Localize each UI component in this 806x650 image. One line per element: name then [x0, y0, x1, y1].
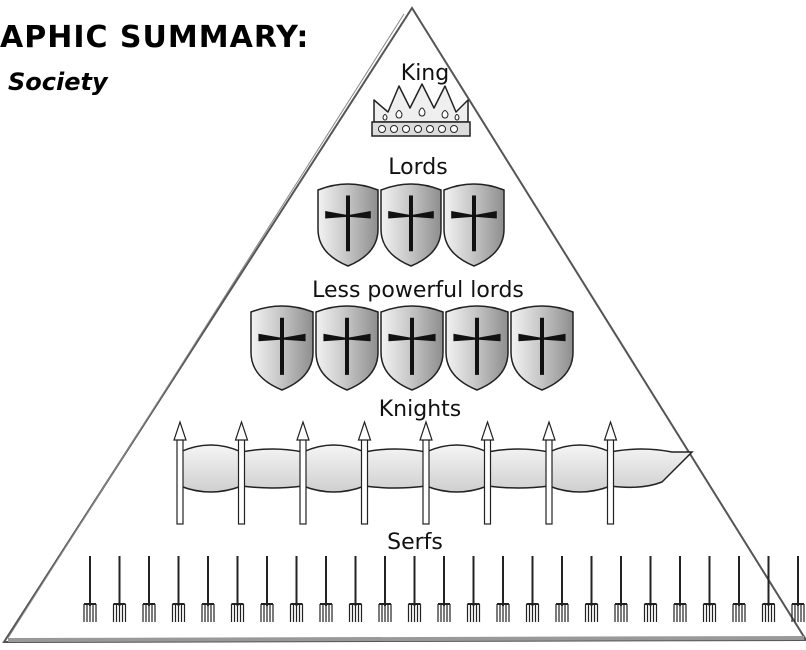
knight-lance-icon — [542, 420, 556, 525]
serf-pitchfork-icon — [407, 556, 422, 622]
serf-pitchfork-icon — [555, 556, 569, 622]
serf-pitchfork-icon — [584, 556, 599, 622]
pyramid-outline — [2, 6, 806, 644]
knight-lance-icon — [480, 420, 495, 525]
serf-pitchfork-icon — [732, 556, 746, 622]
knight-lance-icon — [173, 420, 187, 525]
lesser-lord-shield-icon — [380, 305, 444, 391]
lesser-lord-shield-icon — [510, 305, 574, 391]
serf-pitchfork-icon — [702, 556, 717, 622]
serf-pitchfork-icon — [230, 556, 245, 622]
serf-pitchfork-icon — [348, 556, 363, 622]
lesser-lord-shield-icon — [250, 305, 314, 391]
knight-lance-icon — [234, 420, 249, 525]
serf-pitchfork-icon — [761, 556, 776, 622]
serf-pitchfork-icon — [83, 556, 97, 622]
tier-label-serfs: Serfs — [387, 530, 443, 555]
serf-pitchfork-icon — [673, 556, 687, 622]
serf-pitchfork-icon — [319, 556, 333, 622]
tier-label-king: King — [401, 61, 449, 86]
lord-shield-icon — [443, 183, 505, 267]
serf-pitchfork-icon — [142, 556, 156, 622]
knights-banner — [179, 444, 694, 493]
serf-pitchfork-icon — [791, 556, 805, 622]
serf-pitchfork-icon — [171, 556, 186, 622]
serf-pitchfork-icon — [496, 556, 510, 622]
serf-pitchfork-icon — [643, 556, 658, 622]
tier-label-less-powerful-lords: Less powerful lords — [312, 278, 524, 303]
lesser-lord-shield-icon — [445, 305, 509, 391]
serf-pitchfork-icon — [112, 556, 127, 622]
tier-label-lords: Lords — [388, 155, 447, 180]
page-subtitle: Society — [8, 68, 108, 96]
lord-shield-icon — [317, 183, 379, 267]
knight-lance-icon — [603, 420, 618, 525]
serf-pitchfork-icon — [525, 556, 540, 622]
knight-lance-icon — [296, 420, 310, 525]
page-title: APHIC SUMMARY: — [0, 20, 310, 55]
serf-pitchfork-icon — [289, 556, 304, 622]
serf-pitchfork-icon — [260, 556, 274, 622]
knight-lance-icon — [357, 420, 372, 525]
knight-lance-icon — [419, 420, 433, 525]
tier-label-knights: Knights — [379, 397, 461, 422]
serf-pitchfork-icon — [378, 556, 392, 622]
serf-pitchfork-icon — [201, 556, 215, 622]
crown-icon — [371, 83, 471, 137]
lesser-lord-shield-icon — [315, 305, 379, 391]
serf-pitchfork-icon — [437, 556, 451, 622]
lord-shield-icon — [380, 183, 442, 267]
serf-pitchfork-icon — [614, 556, 628, 622]
serf-pitchfork-icon — [466, 556, 481, 622]
